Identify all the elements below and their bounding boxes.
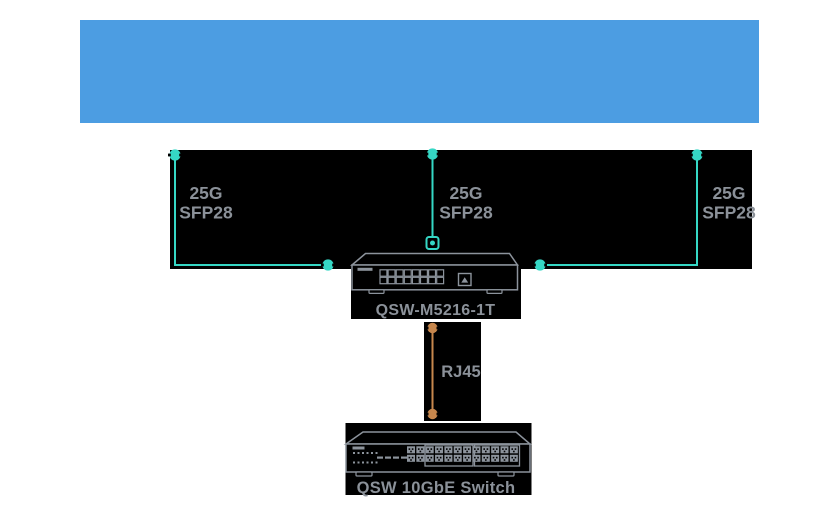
edge-switch-logo [352,446,365,450]
core-switch-foot [486,289,503,294]
core-switch-illustration [349,252,519,294]
fiber-connectors [168,148,704,271]
fiber-link-right [540,155,698,266]
core-switch-label: QSW-M5216-1T [376,302,496,319]
core-switch-foot [368,289,385,294]
fiber-links [174,155,698,266]
core-switch-logo [357,267,373,271]
fiber-port-icon [425,236,440,250]
edge-switch-illustration [343,431,533,477]
core-switch-ports [379,269,445,285]
uplink-left-speed-label: 25G [189,183,222,203]
uplink-right-speed-label: 25G [712,183,745,203]
edge-switch-label: QSW 10GbE Switch [357,479,516,497]
fiber-link-left [174,155,328,266]
banner [80,20,759,123]
core-switch-top [349,252,519,266]
edge-switch-foot [497,471,515,477]
uplink-left-type-label: SFP28 [179,203,233,223]
uplink-right-type-label: SFP28 [702,203,756,223]
core-switch-10g-port [457,272,472,287]
uplink-panel [170,150,752,269]
uplink-labels: 25G SFP28 25G SFP28 25G SFP28 [179,183,756,223]
edge-switch-top [343,431,533,445]
uplink-middle-type-label: SFP28 [439,203,493,223]
uplink-middle-speed-label: 25G [449,183,482,203]
edge-switch-leds [353,452,407,464]
rj45-label: RJ45 [441,363,480,381]
edge-switch-foot [355,471,373,477]
